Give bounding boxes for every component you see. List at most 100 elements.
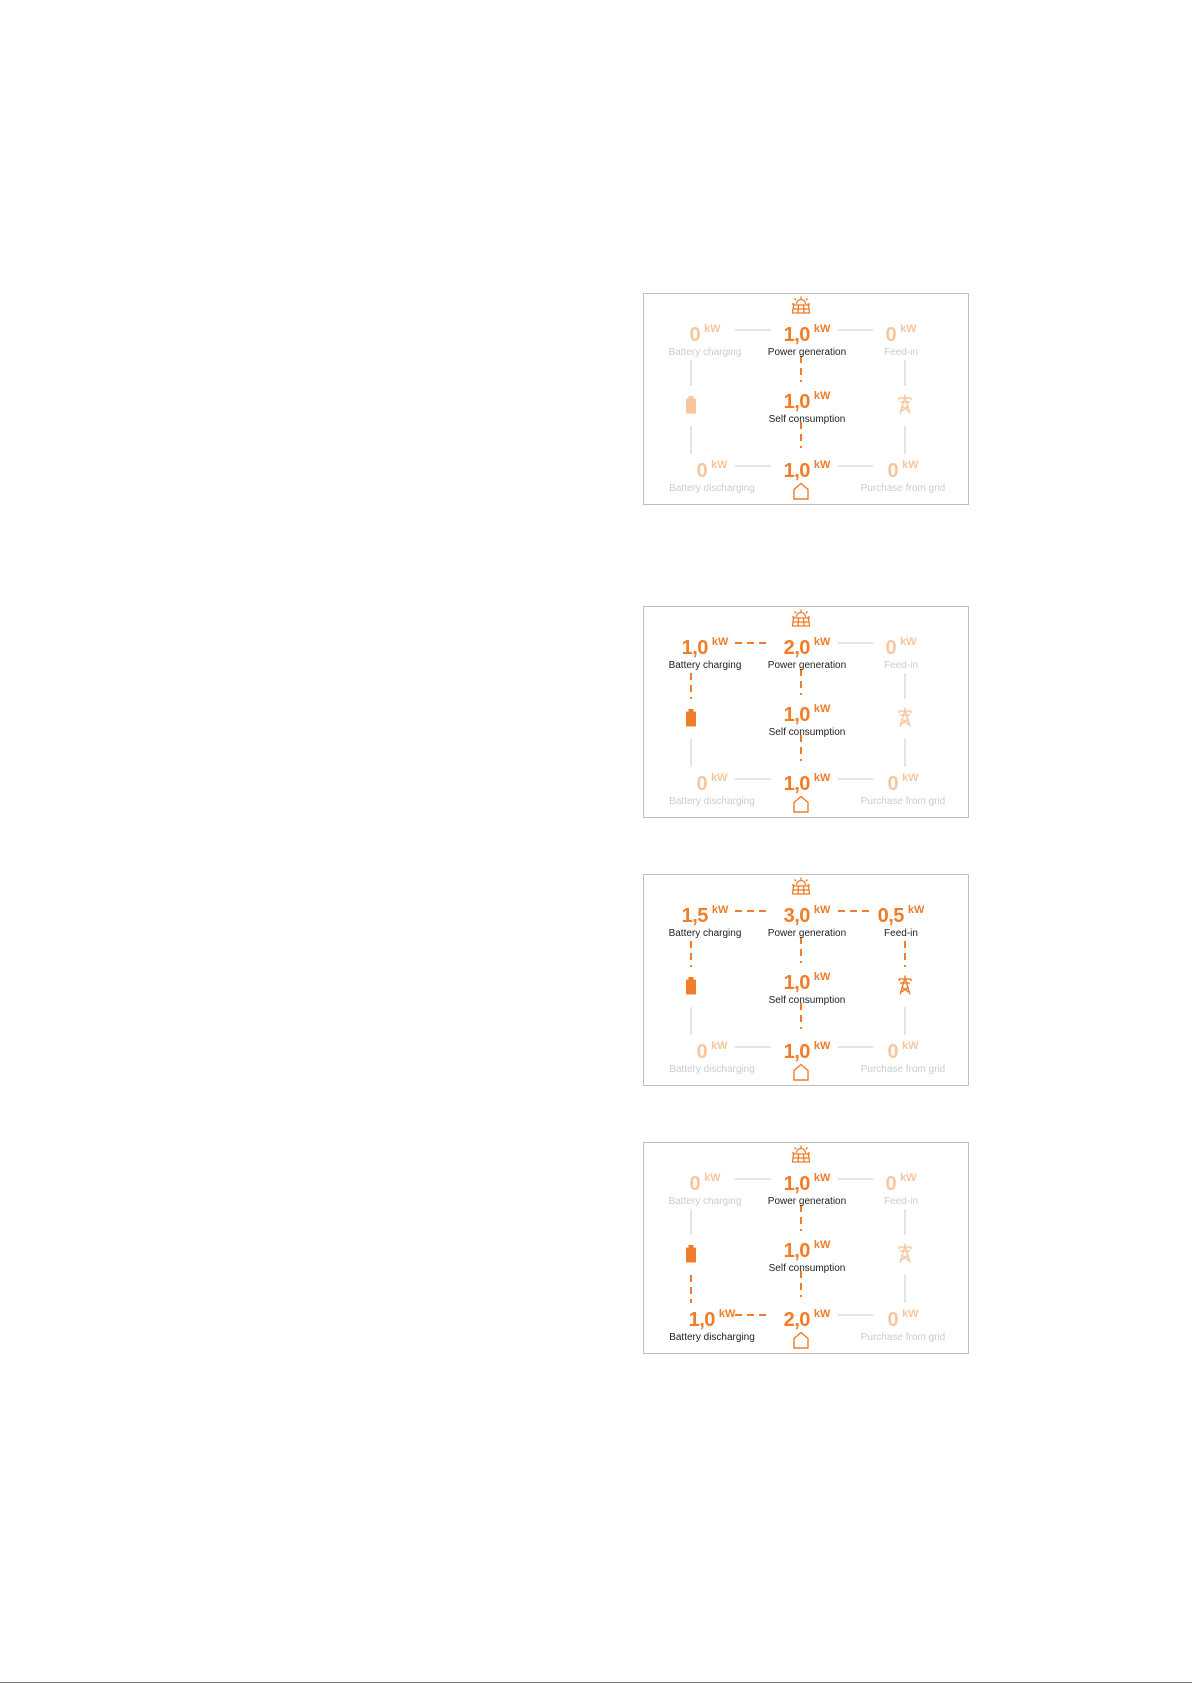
battery-discharging-unit: kW [711, 1040, 728, 1052]
purchase-from-grid-label: Purchase from grid [860, 1064, 946, 1075]
battery-discharging-unit: kW [711, 772, 728, 784]
self-consumption-value: 1,0 [783, 704, 811, 726]
power-generation-unit: kW [813, 636, 831, 648]
self-consumption-value: 1,0 [783, 391, 811, 413]
feed-in-value: 0,5 [877, 905, 905, 927]
battery-discharging-label: Battery discharging [669, 483, 755, 494]
house-icon [792, 482, 810, 500]
feed-in-label: Feed-in [884, 1196, 918, 1207]
power-generation-label: Power generation [767, 928, 847, 939]
power-generation-value: 3,0 [783, 905, 811, 927]
sun-panel-icon [791, 1145, 811, 1163]
battery-discharging-value: 0 [696, 1041, 708, 1063]
power-generation-label: Power generation [767, 1196, 847, 1207]
battery-icon [685, 977, 697, 995]
battery-charging-label: Battery charging [668, 660, 742, 671]
power-generation-value: 2,0 [783, 637, 811, 659]
battery-charging-value: 0 [689, 324, 701, 346]
flow-lines [690, 910, 906, 1048]
feed-in-unit: kW [900, 1172, 917, 1184]
battery-discharging-unit: kW [718, 1308, 736, 1320]
house-unit: kW [813, 772, 831, 784]
grid-pylon-icon [897, 707, 913, 727]
sun-panel-icon [791, 877, 811, 895]
self-consumption-label: Self consumption [768, 414, 846, 425]
battery-charging-unit: kW [704, 1172, 721, 1184]
purchase-from-grid-label: Purchase from grid [860, 1332, 946, 1343]
battery-charging-label: Battery charging [668, 347, 742, 358]
battery-charging-unit: kW [711, 636, 729, 648]
battery-charging-label: Battery charging [668, 1196, 742, 1207]
feed-in-unit: kW [900, 636, 917, 648]
power-generation-label: Power generation [767, 660, 847, 671]
self-consumption-value: 1,0 [783, 972, 811, 994]
self-consumption-unit: kW [813, 1239, 831, 1251]
battery-discharging-value: 0 [696, 460, 708, 482]
self-consumption-unit: kW [813, 703, 831, 715]
feed-in-label: Feed-in [884, 660, 918, 671]
purchase-from-grid-value: 0 [887, 773, 899, 795]
power-generation-unit: kW [813, 904, 831, 916]
page-footer-rule [0, 1682, 1192, 1683]
house-value: 1,0 [783, 460, 811, 482]
purchase-from-grid-value: 0 [887, 1309, 899, 1331]
battery-charging-value: 0 [689, 1173, 701, 1195]
purchase-from-grid-value: 0 [887, 460, 899, 482]
battery-discharging-label: Battery discharging [669, 1332, 755, 1343]
power-generation-unit: kW [813, 323, 831, 335]
purchase-from-grid-unit: kW [902, 772, 919, 784]
self-consumption-unit: kW [813, 971, 831, 983]
grid-pylon-icon [897, 394, 913, 414]
battery-icon [685, 396, 697, 414]
self-consumption-unit: kW [813, 390, 831, 402]
house-unit: kW [813, 1040, 831, 1052]
feed-in-label: Feed-in [884, 347, 918, 358]
sun-panel-icon [791, 609, 811, 627]
house-value: 2,0 [783, 1309, 811, 1331]
house-icon [792, 795, 810, 813]
battery-charging-value: 1,5 [681, 905, 709, 927]
purchase-from-grid-unit: kW [902, 1308, 919, 1320]
battery-icon [685, 709, 697, 727]
power-generation-value: 1,0 [783, 1173, 811, 1195]
purchase-from-grid-unit: kW [902, 1040, 919, 1052]
purchase-from-grid-label: Purchase from grid [860, 796, 946, 807]
self-consumption-label: Self consumption [768, 995, 846, 1006]
battery-charging-value: 1,0 [681, 637, 709, 659]
battery-icon [685, 1245, 697, 1263]
battery-charging-unit: kW [711, 904, 729, 916]
purchase-from-grid-unit: kW [902, 459, 919, 471]
flow-lines [690, 329, 906, 467]
battery-discharging-label: Battery discharging [669, 796, 755, 807]
battery-discharging-value: 1,0 [688, 1309, 716, 1331]
self-consumption-value: 1,0 [783, 1240, 811, 1262]
flow-lines [690, 1178, 906, 1316]
battery-charging-label: Battery charging [668, 928, 742, 939]
battery-discharging-label: Battery discharging [669, 1064, 755, 1075]
house-value: 1,0 [783, 773, 811, 795]
